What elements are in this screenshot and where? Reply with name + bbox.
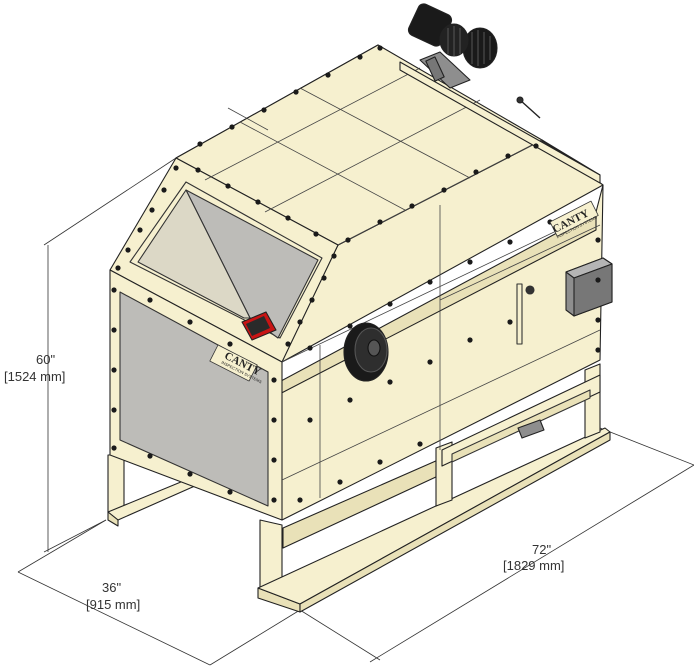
handwheel bbox=[343, 322, 389, 382]
side-panel-divisions bbox=[281, 205, 601, 498]
inspection-port-opening bbox=[246, 316, 270, 336]
length-dimension-line bbox=[369, 464, 694, 663]
roof-seams bbox=[204, 67, 543, 246]
logo-plate-side bbox=[549, 200, 599, 237]
dimension-lines bbox=[17, 157, 694, 666]
left-skid-rail-face bbox=[107, 511, 119, 527]
gauge-valve bbox=[525, 285, 535, 295]
depth-extension-right bbox=[209, 609, 301, 666]
dimension-labels: 60" [1524 mm] 36" [915 mm] 72" [1829 mm] bbox=[4, 352, 564, 612]
depth-imperial-label: 36" bbox=[102, 580, 121, 595]
roof-seam-4 bbox=[264, 99, 481, 213]
length-metric-label: [1829 mm] bbox=[503, 558, 564, 573]
roof-seam-2 bbox=[299, 87, 471, 179]
roof-seam-1 bbox=[239, 121, 406, 211]
length-extension-right bbox=[599, 427, 694, 466]
motor-housing bbox=[407, 3, 498, 69]
height-metric-label: [1524 mm] bbox=[4, 369, 65, 384]
gauge-tube bbox=[516, 283, 523, 345]
side-rail-upper bbox=[281, 211, 597, 363]
rear-right-leg bbox=[584, 363, 601, 439]
side-rail-lower bbox=[281, 329, 601, 481]
roof-seam-3 bbox=[204, 67, 421, 181]
height-extension-bottom bbox=[43, 519, 107, 553]
sight-gauge bbox=[516, 283, 535, 345]
hopper-chute-side bbox=[137, 189, 251, 319]
motor-assembly bbox=[407, 3, 498, 89]
bolt-pattern bbox=[111, 45, 601, 503]
depth-extension-left bbox=[17, 519, 107, 573]
length-extension-left bbox=[299, 609, 381, 661]
side-rail-mid bbox=[439, 224, 601, 301]
electrical-enclosure bbox=[565, 257, 613, 317]
left-rear-leg bbox=[107, 454, 125, 513]
base-skid bbox=[107, 363, 611, 613]
tray-handle bbox=[517, 419, 545, 439]
length-imperial-label: 72" bbox=[532, 542, 551, 557]
height-extension-top bbox=[43, 157, 177, 246]
logo-plate-front bbox=[209, 344, 258, 382]
top-rail bbox=[399, 61, 601, 184]
roof-seam-5 bbox=[227, 107, 269, 131]
depth-metric-label: [915 mm] bbox=[86, 597, 140, 612]
depth-dimension-line bbox=[17, 571, 211, 666]
front-skid-rail-side bbox=[299, 431, 611, 613]
discharge-tray bbox=[441, 374, 601, 467]
cabinet-body bbox=[109, 44, 613, 521]
height-imperial-label: 60" bbox=[36, 352, 55, 367]
